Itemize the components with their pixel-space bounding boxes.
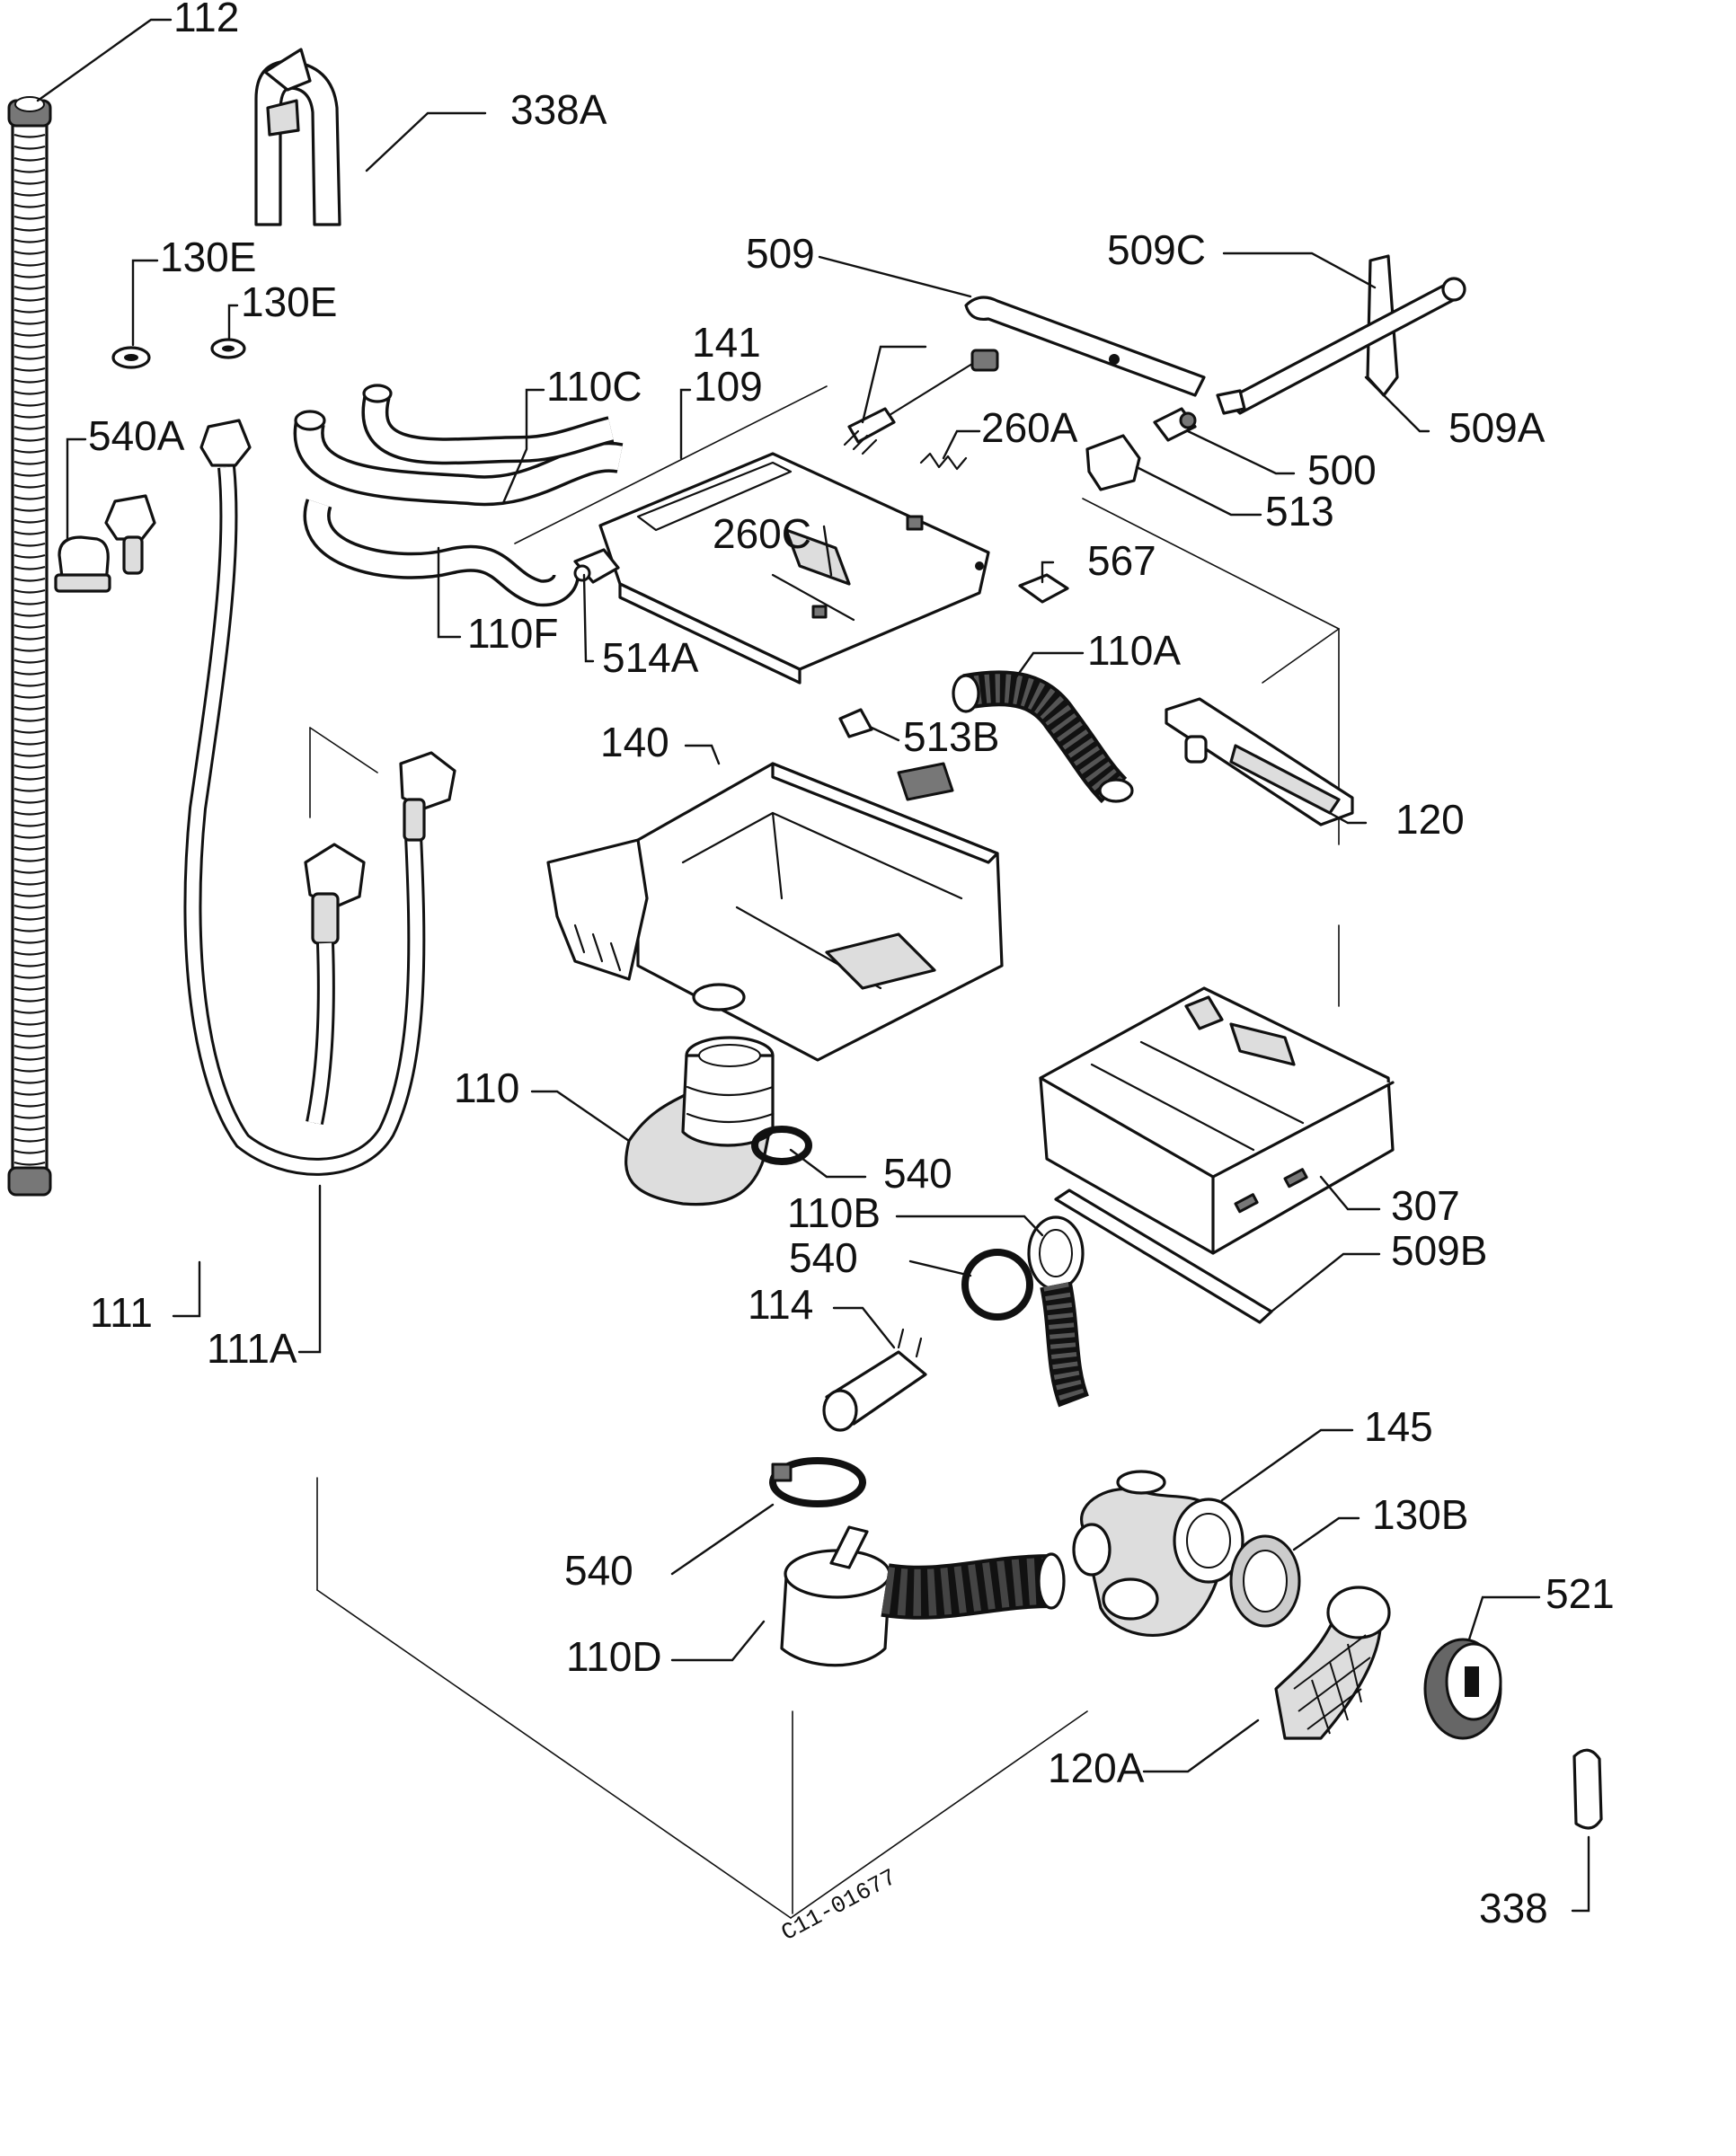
label-120a: 120A <box>1048 1745 1145 1791</box>
part-338a-hose-guide <box>254 48 341 226</box>
cabinet-outline <box>309 385 1340 1919</box>
part-130e-washer-1 <box>111 346 151 369</box>
part-110c-hose <box>293 384 624 507</box>
label-110f: 110F <box>467 610 558 657</box>
label-109: 109 <box>694 363 763 410</box>
part-338-flap <box>1572 1748 1603 1830</box>
part-labels: 112 338A 130E 130E 540A 110C 109 141 509… <box>88 0 1615 1947</box>
label-540-1: 540 <box>883 1150 952 1197</box>
part-567-pad <box>1018 573 1069 604</box>
label-112: 112 <box>173 0 239 40</box>
label-513b: 513B <box>903 713 999 760</box>
part-111a-inlet-hose <box>183 419 456 1176</box>
part-540-clamp-3 <box>769 1457 866 1507</box>
part-110b-hose <box>1027 1215 1090 1408</box>
label-509c: 509C <box>1107 226 1206 273</box>
part-260a-spring <box>919 452 968 471</box>
label-540-2: 540 <box>789 1234 858 1281</box>
label-509a: 509A <box>1448 404 1546 451</box>
part-513-bracket <box>1085 434 1141 491</box>
part-120-drawer-insert <box>1165 697 1354 826</box>
label-130e-1: 130E <box>160 234 256 280</box>
part-540-clamp-2 <box>961 1249 1033 1321</box>
label-307: 307 <box>1391 1182 1460 1229</box>
part-540a-hose-clip <box>54 535 111 593</box>
part-110f-hose <box>303 499 580 607</box>
part-513b-tab <box>838 708 873 738</box>
label-260c: 260C <box>713 510 811 557</box>
label-140: 140 <box>600 719 669 765</box>
part-130b-seal <box>1229 1534 1301 1628</box>
label-110b: 110B <box>787 1189 881 1236</box>
label-514a: 514A <box>602 634 699 681</box>
label-540a: 540A <box>88 412 185 459</box>
label-500: 500 <box>1307 446 1377 493</box>
part-509-lever <box>964 296 1206 397</box>
drawing-code: C11-01677 <box>777 1864 901 1947</box>
label-110d: 110D <box>566 1633 662 1680</box>
label-540-3: 540 <box>564 1547 633 1594</box>
label-338a: 338A <box>510 86 607 133</box>
part-114-suppressor <box>822 1328 927 1432</box>
label-509: 509 <box>746 230 815 277</box>
label-111a: 111A <box>207 1325 297 1372</box>
label-567: 567 <box>1087 537 1156 584</box>
label-120: 120 <box>1395 796 1465 843</box>
label-111: 111 <box>90 1289 153 1336</box>
part-110d-sump-hose <box>780 1525 1066 1667</box>
label-260a: 260A <box>981 404 1078 451</box>
part-307-detergent-drawer <box>1039 986 1395 1255</box>
label-110c: 110C <box>546 363 642 410</box>
part-110a-bellows-hose <box>952 670 1134 804</box>
part-145-pump-housing <box>1072 1470 1244 1637</box>
part-112-drain-hose <box>7 96 52 1197</box>
part-540-clamp-1 <box>751 1126 812 1165</box>
label-130b: 130B <box>1372 1491 1468 1538</box>
label-513: 513 <box>1265 488 1334 535</box>
label-114: 114 <box>748 1281 813 1328</box>
part-110-rubber-elbow <box>624 1036 775 1206</box>
leader-lines <box>36 18 1590 1913</box>
label-521: 521 <box>1546 1570 1615 1617</box>
part-514a-connector <box>573 548 620 584</box>
part-521-filter-cap <box>1423 1638 1502 1740</box>
label-141: 141 <box>692 319 761 366</box>
label-338: 338 <box>1479 1885 1548 1931</box>
part-509a-rod <box>1216 277 1466 415</box>
label-130e-2: 130E <box>241 278 337 325</box>
part-120a-filter <box>1274 1586 1391 1740</box>
label-145: 145 <box>1364 1403 1433 1450</box>
part-141-spring-lever <box>843 349 999 455</box>
part-130e-washer-2 <box>210 338 246 359</box>
label-110a: 110A <box>1087 627 1181 674</box>
part-500-valve-pin <box>1153 407 1197 442</box>
part-140-dispenser-housing <box>546 762 1004 1062</box>
label-110: 110 <box>454 1065 519 1111</box>
part-111-inlet-hose <box>78 494 366 1247</box>
part-109-cover-plate <box>598 452 990 685</box>
label-509b: 509B <box>1391 1227 1487 1274</box>
